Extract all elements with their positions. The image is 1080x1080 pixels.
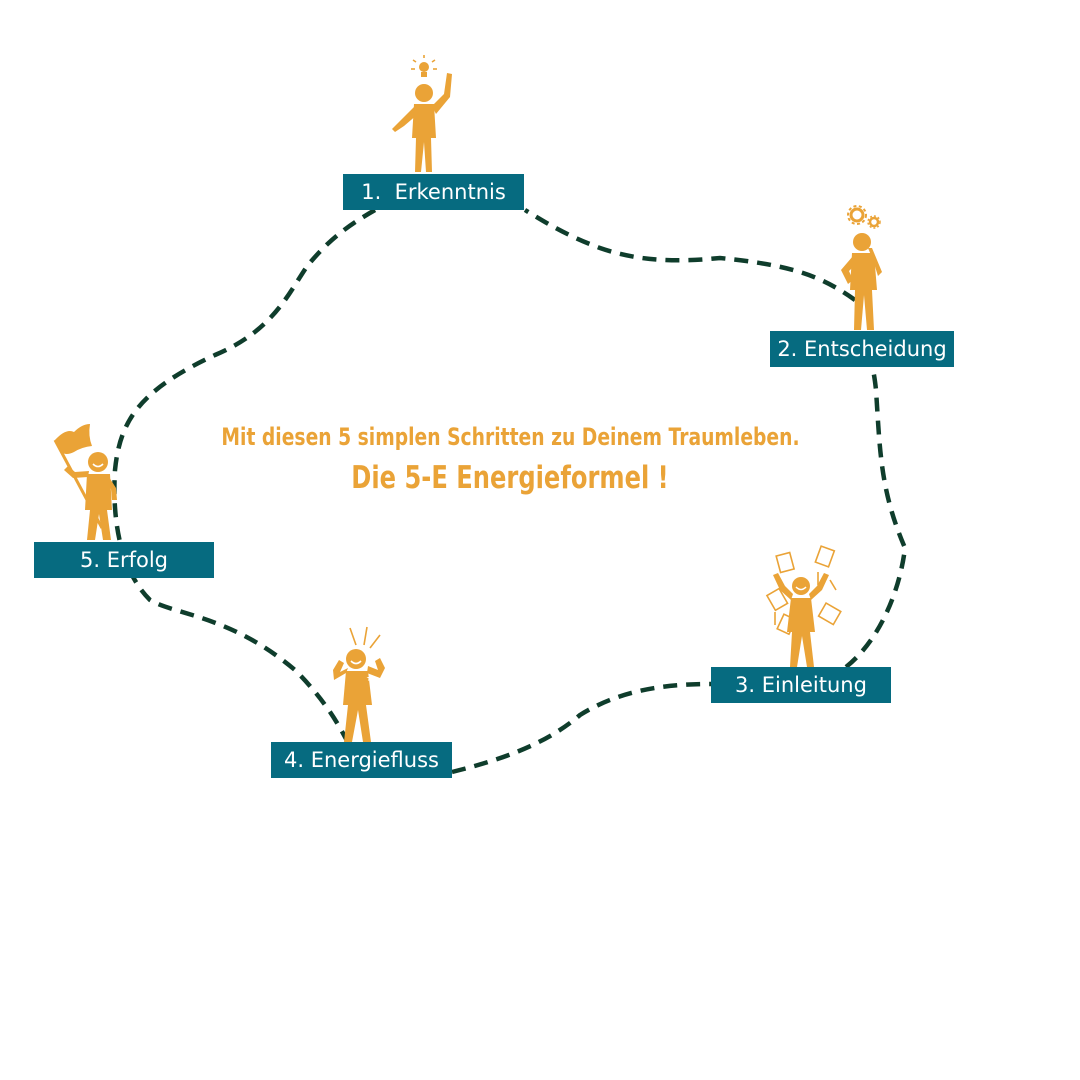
svg-text:★: ★ [366, 674, 374, 684]
headline-line-2: Die 5-E Energieformel ! [351, 460, 669, 496]
person-juggling-papers-icon [765, 545, 842, 667]
person-with-lightbulb-icon [392, 55, 452, 172]
step-2-label: 2. Entscheidung [770, 331, 954, 367]
step-3-label: 3. Einleitung [711, 667, 891, 703]
flexing-person-icon: ★ [333, 626, 385, 742]
step-5-label: 5. Erfolg [34, 542, 214, 578]
person-with-flag-icon [53, 424, 117, 540]
headline-line-1: Mit diesen 5 simplen Schritten zu Deinem… [221, 423, 800, 451]
step-1-label: 1. Erkenntnis [343, 174, 524, 210]
step-4-label: 4. Energiefluss [271, 742, 452, 778]
thinking-person-with-gears-icon [841, 205, 882, 330]
